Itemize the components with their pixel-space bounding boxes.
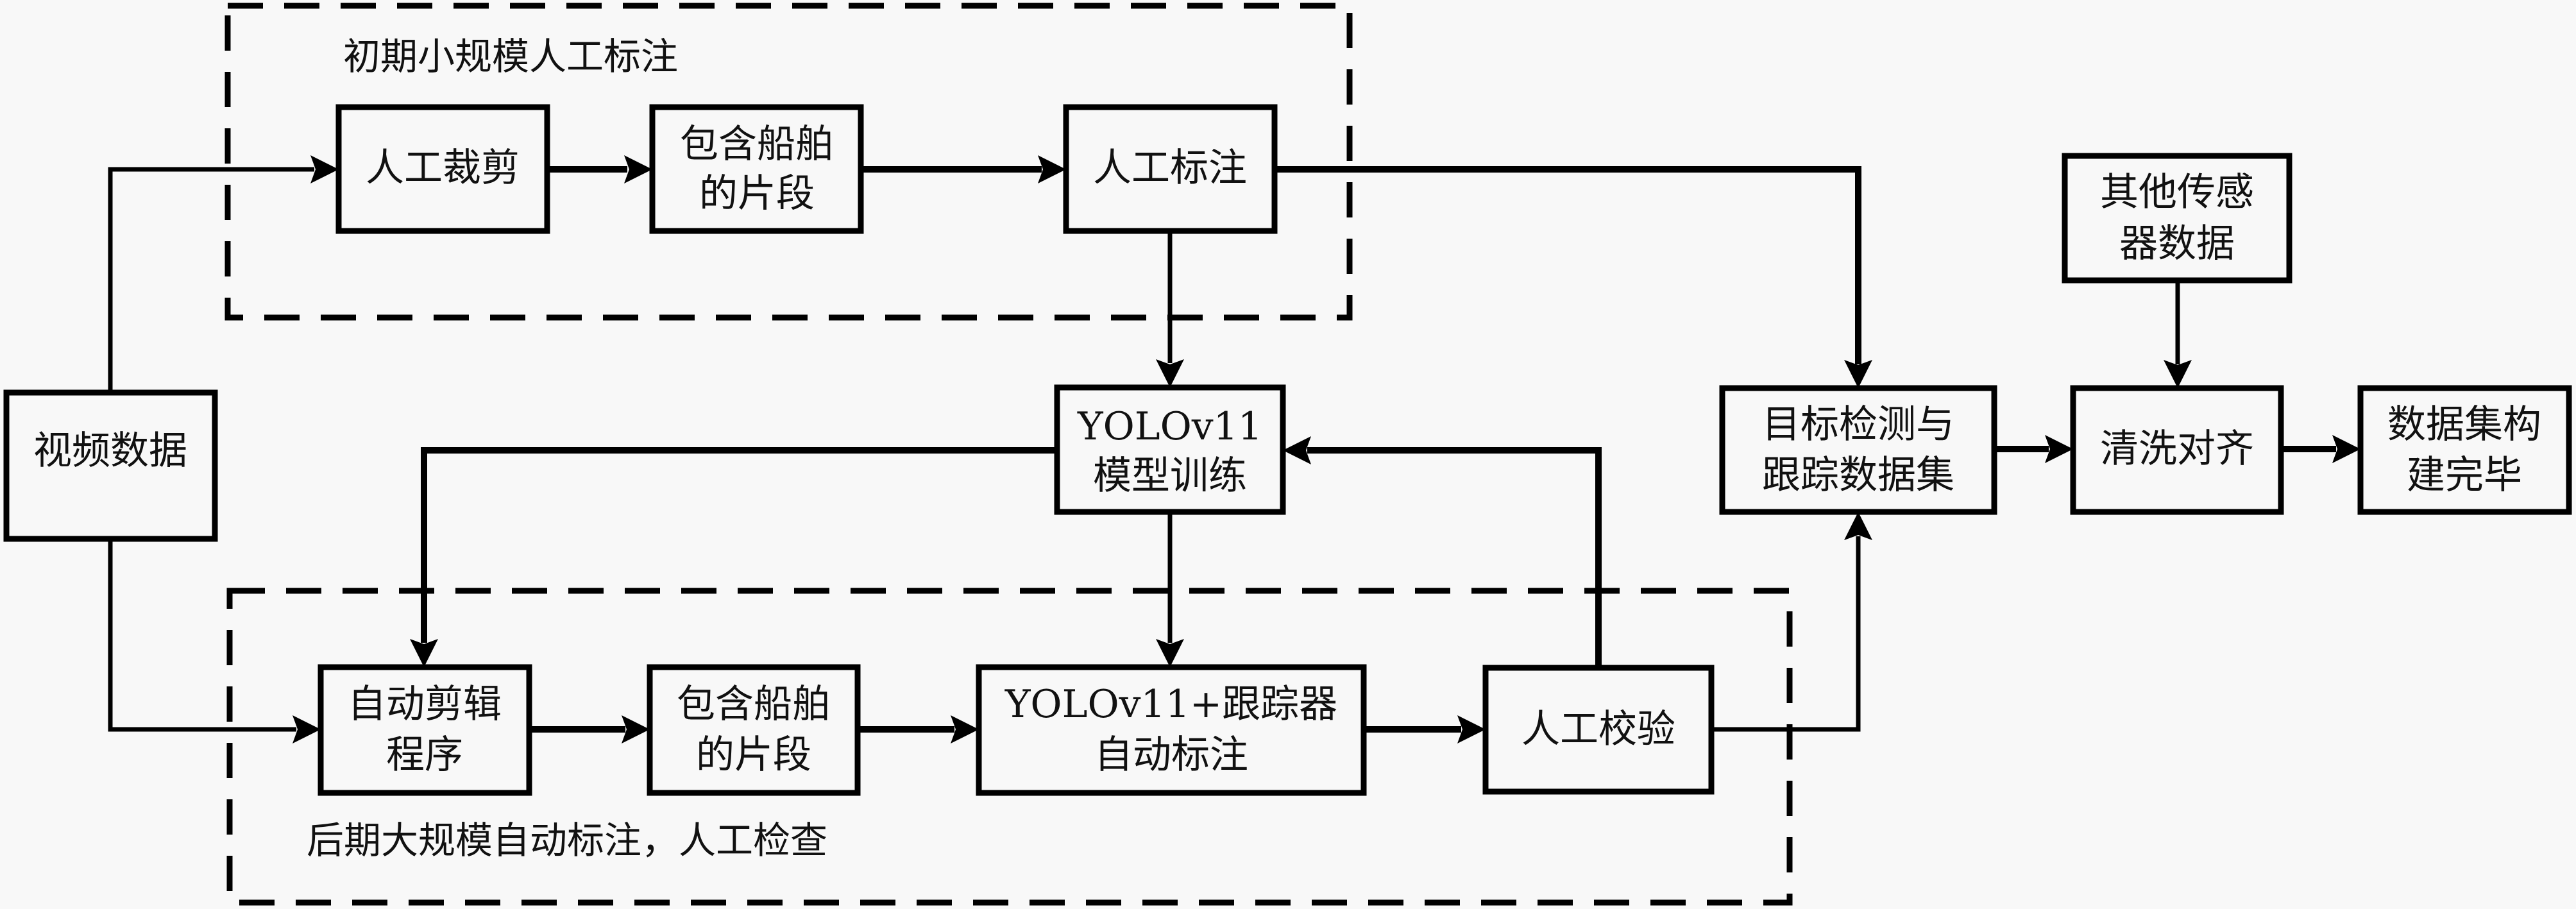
node-auto-edit[interactable]: 自动剪辑 程序 [318, 664, 532, 796]
node-label-line2: 程序 [386, 733, 463, 777]
arrowhead-down [1156, 639, 1184, 667]
node-label-line1: 包含船舶 [680, 122, 834, 167]
node-manual-check[interactable]: 人工校验 [1482, 665, 1715, 795]
edge-check-to-dataset [1711, 536, 1861, 732]
node-label: 清洗对齐 [2100, 427, 2254, 471]
arrowhead-right [2332, 435, 2360, 463]
node-clean-align[interactable]: 清洗对齐 [2070, 385, 2284, 515]
arrowhead-right [622, 715, 650, 743]
node-label-line1: 自动剪辑 [348, 682, 502, 727]
node-label: 人工裁剪 [366, 146, 520, 191]
node-label-line1: YOLOv11 [1077, 404, 1262, 449]
edge-video-to-autoedit [108, 539, 296, 732]
arrowhead-right [310, 155, 339, 183]
node-label-line1: 其他传感 [2100, 170, 2254, 215]
edge-label-to-dataset [1275, 166, 1861, 364]
arrowhead-right [292, 715, 321, 743]
node-label: 视频数据 [33, 429, 187, 473]
group-early-label: 初期小规模人工标注 [343, 35, 678, 78]
arrowhead-down [1156, 359, 1184, 387]
arrowhead-right [1038, 155, 1066, 183]
arrowhead-right [2045, 435, 2073, 463]
arrowhead-right [624, 155, 652, 183]
node-label-line2: 自动标注 [1094, 733, 1248, 777]
node-manual-label[interactable]: 人工标注 [1063, 104, 1278, 234]
connectors [108, 166, 2336, 733]
arrowhead-down [2164, 360, 2192, 388]
arrowheads [292, 155, 2360, 743]
node-label-line2: 的片段 [696, 733, 811, 777]
node-label-line2: 跟踪数据集 [1762, 453, 1954, 498]
node-label-line2: 的片段 [699, 171, 815, 216]
arrowhead-up [1844, 512, 1872, 540]
node-label: 人工标注 [1093, 146, 1247, 191]
group-early-frame [225, 3, 1353, 321]
node-label-line1: 数据集构 [2387, 402, 2541, 447]
node-label-line1: 包含船舶 [677, 682, 831, 727]
node-label: 人工校验 [1521, 707, 1675, 752]
node-yolo-tracker[interactable]: YOLOv11+跟踪器 自动标注 [976, 664, 1367, 796]
node-yolo-train[interactable]: YOLOv11 模型训练 [1054, 384, 1286, 515]
node-label-line1: YOLOv11+跟踪器 [1004, 682, 1337, 727]
node-label-line1: 目标检测与 [1762, 402, 1954, 447]
node-label-line2: 器数据 [2119, 221, 2235, 266]
node-manual-crop[interactable]: 人工裁剪 [335, 104, 550, 234]
edge-video-to-crop [108, 167, 314, 395]
node-other-sensor[interactable]: 其他传感 器数据 [2062, 153, 2292, 284]
arrowhead-right [951, 715, 979, 743]
node-video-data[interactable]: 视频数据 [3, 389, 218, 542]
group-late-frame [226, 588, 1793, 906]
node-ship-clips-top[interactable]: 包含船舶 的片段 [649, 104, 864, 234]
edge-yolo-to-autoedit [421, 447, 1057, 643]
arrowhead-down [410, 639, 438, 667]
arrowhead-left [1283, 436, 1311, 464]
node-dataset-done[interactable]: 数据集构 建完毕 [2357, 385, 2572, 515]
arrowhead-down [1844, 360, 1872, 388]
node-label-line2: 建完毕 [2407, 453, 2522, 498]
node-ship-clips-bottom[interactable]: 包含船舶 的片段 [647, 664, 861, 796]
group-late-label: 后期大规模自动标注，人工检查 [307, 819, 827, 862]
edge-check-to-yolo [1307, 447, 1602, 668]
node-det-track-dataset[interactable]: 目标检测与 跟踪数据集 [1719, 385, 1997, 515]
arrowhead-right [1457, 715, 1486, 743]
node-label-line2: 模型训练 [1093, 454, 1247, 498]
